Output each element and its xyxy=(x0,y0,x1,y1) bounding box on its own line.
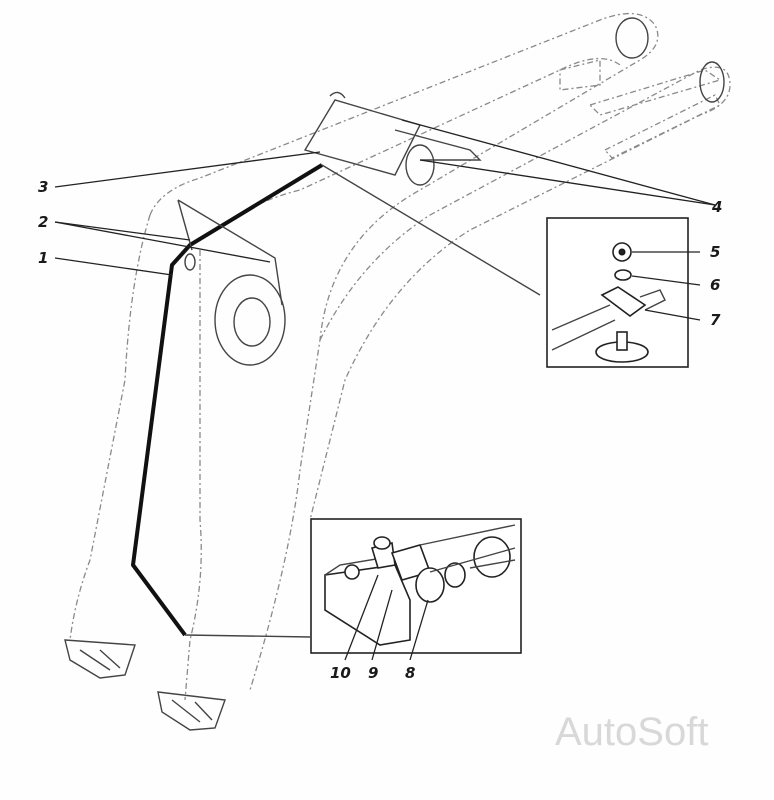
callout-5: 5 xyxy=(710,243,720,261)
leader-lines xyxy=(54,119,716,276)
callout-10: 10 xyxy=(330,664,351,682)
inset-lower xyxy=(310,518,522,661)
callout-2: 2 xyxy=(38,213,48,231)
callout-8: 8 xyxy=(405,664,415,682)
tube-clip-upper xyxy=(177,199,283,306)
callout-7: 7 xyxy=(710,311,721,329)
grease-nipple-small xyxy=(344,564,360,580)
union-nut-lower xyxy=(415,567,445,603)
grease-tube-secondary xyxy=(321,164,541,296)
fitting-part xyxy=(600,286,647,317)
washer-part xyxy=(614,269,632,281)
boom-lugs xyxy=(64,639,226,731)
boom-pivot xyxy=(214,17,725,366)
tube-clip-ring xyxy=(184,253,196,271)
inset-upper xyxy=(546,217,701,368)
watermark-text: AutoSoft xyxy=(555,710,708,754)
callout-1: 1 xyxy=(38,249,48,267)
callout-6: 6 xyxy=(710,276,720,294)
callout-4: 4 xyxy=(711,198,722,216)
grease-tube-main xyxy=(131,163,324,637)
grease-tube-lower xyxy=(184,634,311,638)
callout-9: 9 xyxy=(368,664,378,682)
callout-3: 3 xyxy=(38,178,48,196)
tube-nut xyxy=(473,536,511,578)
